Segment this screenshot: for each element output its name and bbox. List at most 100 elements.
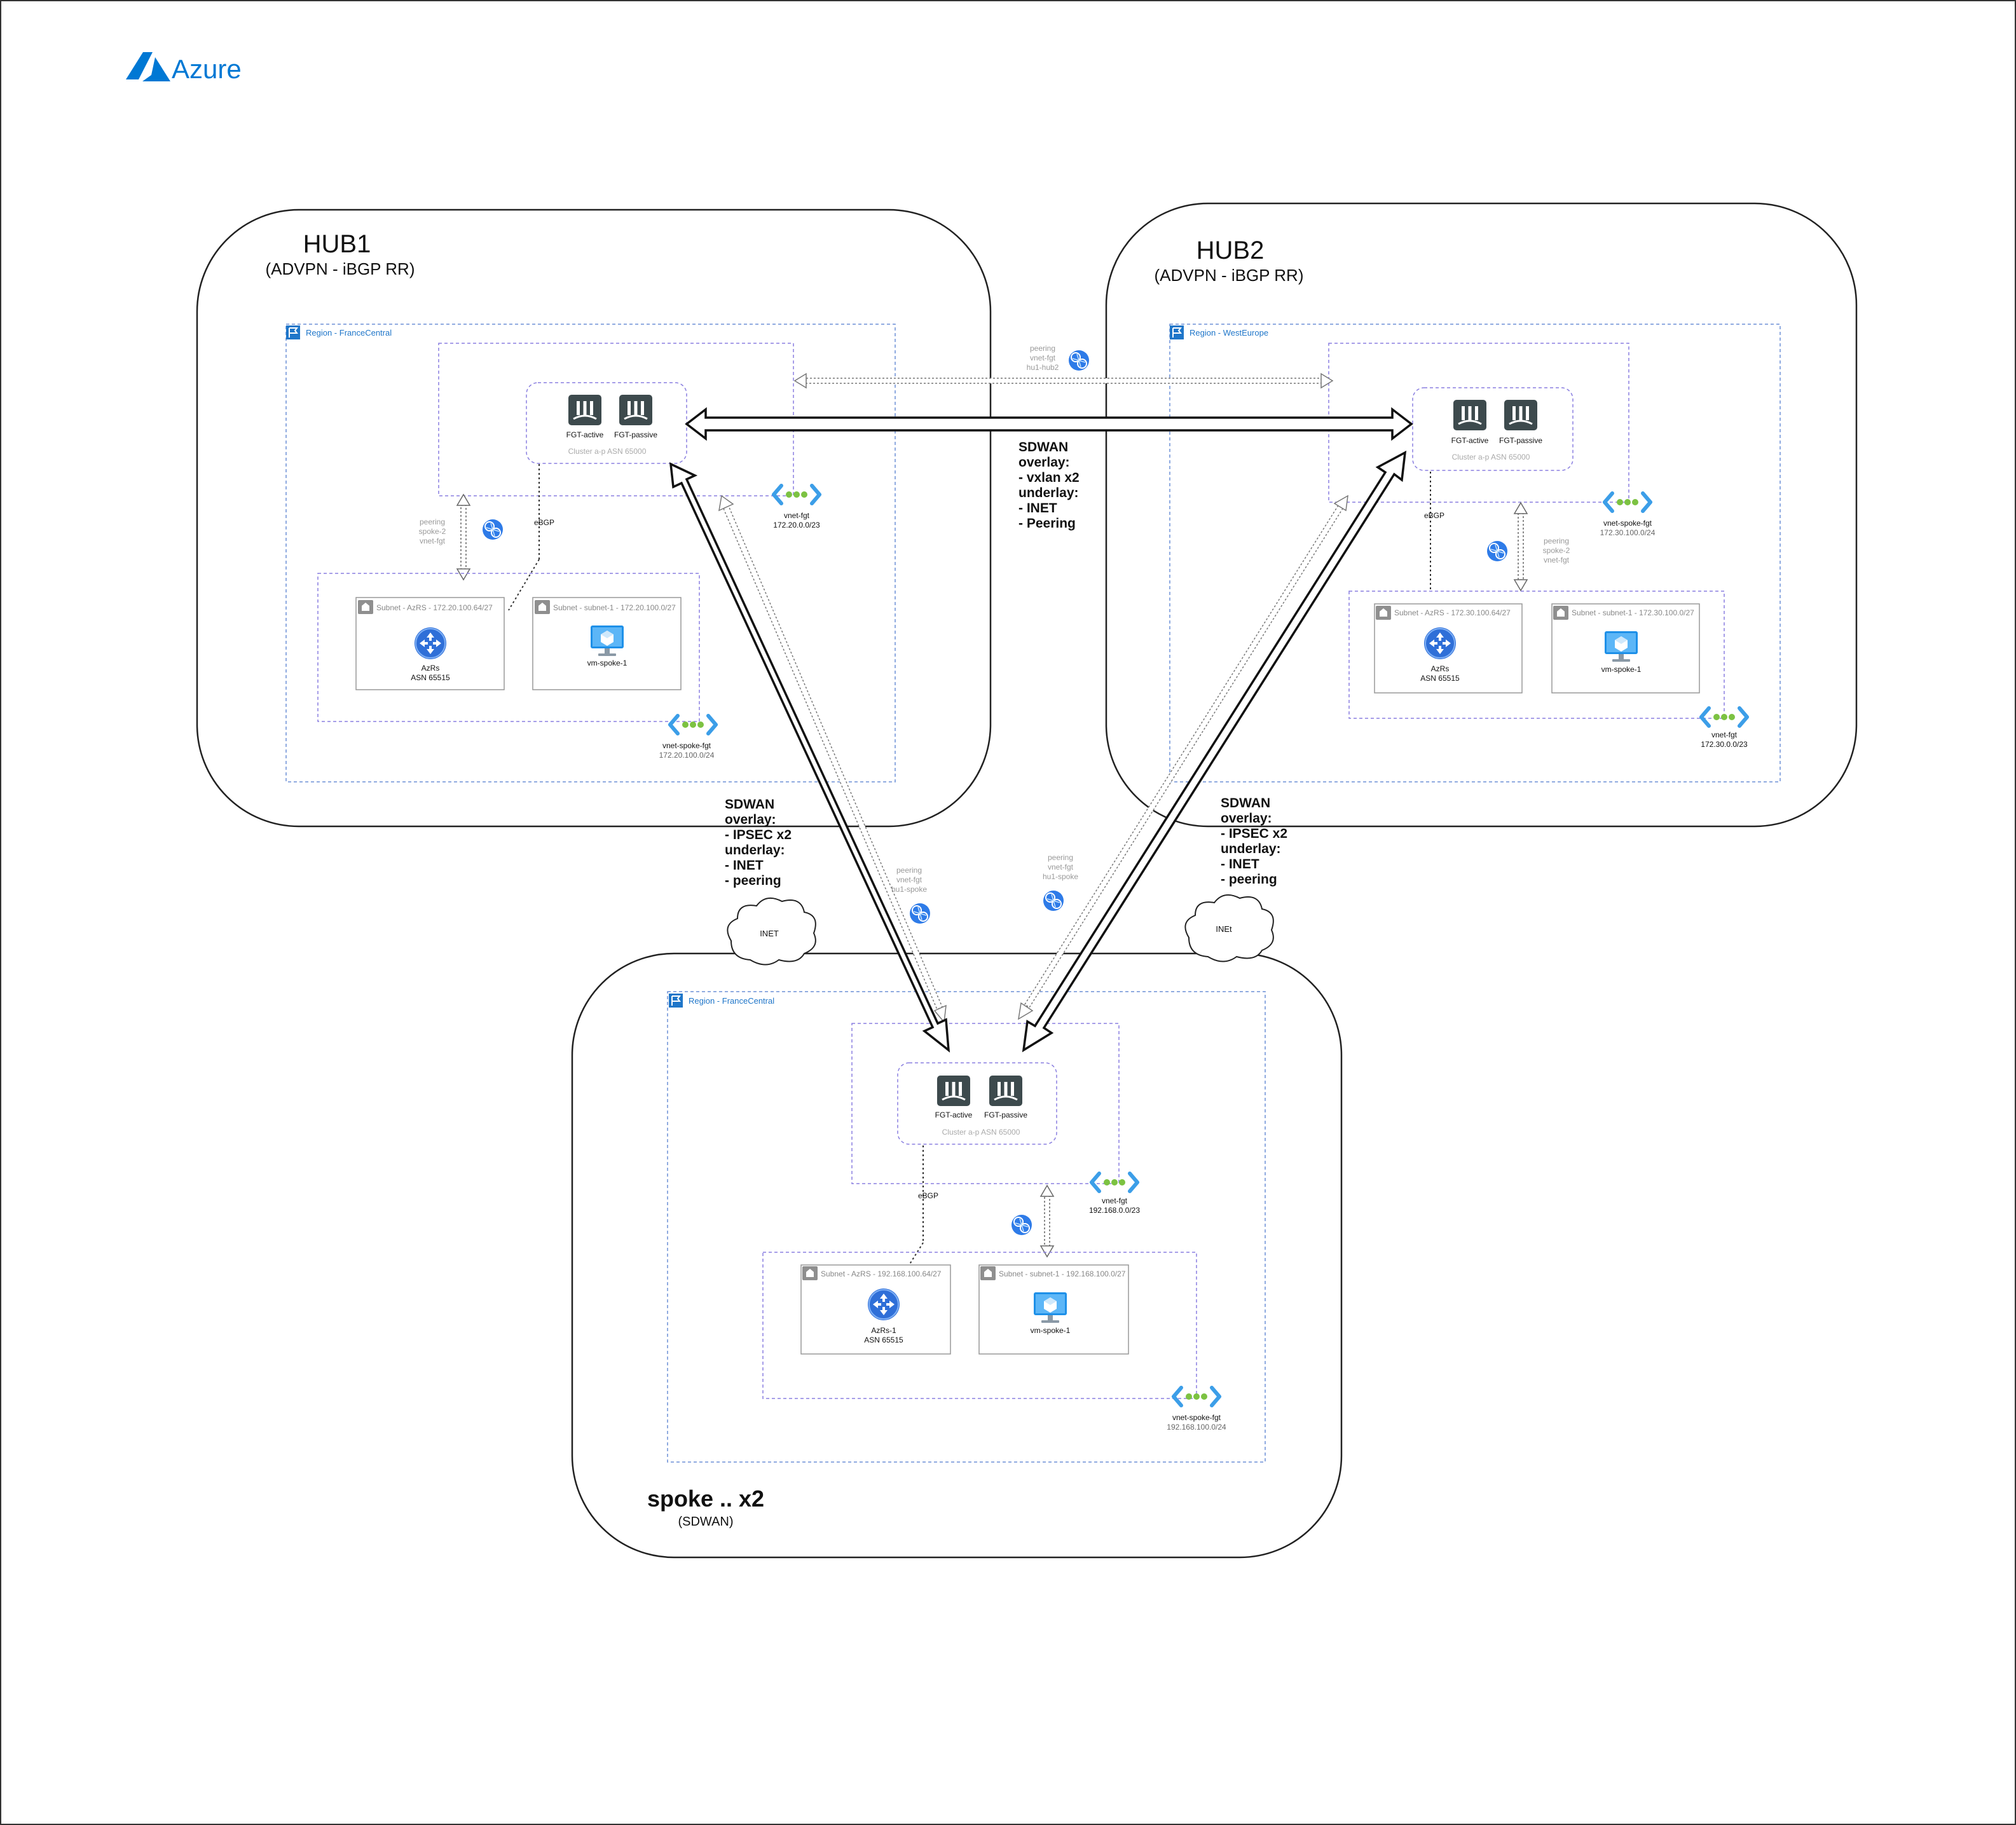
hub1-subtitle: (ADVPN - iBGP RR) (266, 259, 415, 278)
peering-hub2-spoke-arrow (1018, 495, 1348, 1020)
peering-hub1-spoke-l1: peering (896, 866, 922, 875)
sdwan-hub2-spoke-l3: - IPSEC x2 (1221, 826, 1287, 841)
sdwan-hub1-spoke-l6: - peering (725, 873, 781, 888)
sdwan-hubs-l6: - Peering (1018, 516, 1076, 531)
sdwan-hub2-spoke-l1: SDWAN (1221, 796, 1270, 810)
sdwan-hubs-label: SDWAN overlay: - vxlan x2 underlay: - IN… (1018, 440, 1080, 531)
hub1-region-label: Region - FranceCentral (306, 328, 392, 338)
peering-hub1-hub2-l2: vnet-fgt (1030, 353, 1056, 362)
router-icon (414, 627, 447, 660)
hub2-region-label: Region - WestEurope (1190, 328, 1268, 338)
fgt-active-icon (936, 1074, 971, 1107)
hub1-vnet-spoke-name: vnet-spoke-fgt (662, 741, 711, 750)
spoke-region-box (667, 991, 1266, 1463)
sdwan-hubs-l1: SDWAN (1018, 440, 1068, 455)
spoke-peering-arrow (1039, 1184, 1055, 1258)
spoke-ebgp-label: eBGP (918, 1191, 938, 1200)
fgt-active-icon (1452, 399, 1488, 432)
subnet-icon (802, 1266, 818, 1280)
inet-left-label: INET (760, 929, 779, 938)
sdwan-hub2-spoke-l4: underlay: (1221, 842, 1281, 856)
spoke-subtitle: (SDWAN) (678, 1515, 733, 1529)
inet-right-label: INEt (1216, 924, 1232, 934)
hub1-peering-l3: vnet-fgt (420, 537, 446, 545)
peering-hub1-spoke-l2: vnet-fgt (896, 875, 922, 884)
hub1-peering-l2: spoke-2 (419, 527, 446, 536)
hub1-cluster-label: Cluster a-p ASN 65000 (568, 447, 647, 456)
peering-hub2-spoke-icon (1043, 890, 1064, 912)
spoke-azrs-asn: ASN 65515 (864, 1336, 903, 1344)
hub2-peering-arrow (1513, 502, 1528, 592)
sdwan-hub1-spoke-l5: - INET (725, 858, 764, 873)
azure-logo-text: Azure (172, 54, 242, 84)
sdwan-hub2-spoke-l6: - peering (1221, 872, 1277, 887)
sdwan-hubs-l4: underlay: (1018, 486, 1079, 500)
hub1-azrs-name: AzRs (422, 664, 440, 673)
subnet-icon (535, 600, 550, 614)
subnet-icon (358, 600, 373, 614)
hub2-subtitle: (ADVPN - iBGP RR) (1155, 266, 1304, 285)
hub2-azrs-name: AzRs (1431, 664, 1450, 673)
region-flag-icon (668, 993, 683, 1008)
spoke-fgt-passive-label: FGT-passive (984, 1111, 1027, 1119)
hub1-azrs-asn: ASN 65515 (411, 673, 450, 682)
spoke-subnet-1-label: Subnet - subnet-1 - 192.168.100.0/27 (999, 1269, 1126, 1278)
spoke-region-label: Region - FranceCentral (689, 996, 774, 1006)
sdwan-hubs-l3: - vxlan x2 (1018, 470, 1080, 485)
hub2-azrs-asn: ASN 65515 (1420, 674, 1460, 683)
spoke-container: spoke .. x2 (SDWAN) Region - FranceCentr… (571, 952, 1343, 1559)
hub1-fgt-active-label: FGT-active (566, 430, 604, 439)
peering-hub2-spoke-l3: hu1-spoke (1043, 872, 1078, 881)
hub1-region-box (285, 324, 896, 783)
peering-hub1-hub2-l3: hu1-hub2 (1027, 363, 1059, 372)
peering-hub1-spoke-l3: hu1-spoke (891, 885, 927, 894)
hub2-subnet-azrs-label: Subnet - AzRS - 172.30.100.64/27 (1394, 608, 1511, 617)
sdwan-hub1-spoke-l2: overlay: (725, 812, 776, 827)
hub1-title: HUB1 (303, 230, 371, 258)
hub2-container: HUB2 (ADVPN - iBGP RR) Region - WestEuro… (1105, 202, 1858, 828)
fgt-passive-icon (1503, 399, 1539, 432)
hub1-vm-label: vm-spoke-1 (587, 659, 627, 667)
hub2-fgt-active-label: FGT-active (1451, 436, 1489, 445)
hub2-region-box (1169, 324, 1781, 783)
hub1-boundary (196, 208, 992, 828)
spoke-vnet-fgt-box (851, 1023, 1120, 1184)
inet-cloud-left: INET (727, 897, 816, 966)
sdwan-hub1-spoke-arrow (669, 462, 950, 1053)
spoke-vnet-spoke-box (762, 1252, 1197, 1399)
hub1-vnet-spoke-cidr: 172.20.100.0/24 (659, 751, 715, 760)
hub2-peering-l2: spoke-2 (1543, 546, 1570, 555)
region-flag-icon (1169, 325, 1184, 340)
hub1-vnet-fgt-cidr: 172.20.0.0/23 (773, 521, 820, 530)
peering-hub2-spoke-l1: peering (1048, 853, 1073, 862)
hub1-peering-l1: peering (420, 517, 445, 526)
hub2-fgt-passive-label: FGT-passive (1499, 436, 1542, 445)
sdwan-hub2-spoke-arrow (1022, 450, 1407, 1053)
spoke-vnet-spoke-cidr: 192.168.100.0/24 (1167, 1423, 1226, 1432)
region-flag-icon (285, 325, 301, 340)
sdwan-hub1-spoke-l3: - IPSEC x2 (725, 828, 792, 842)
sdwan-hubs-l2: overlay: (1018, 455, 1070, 470)
hub2-peering-icon (1486, 540, 1508, 562)
hub2-vm-label: vm-spoke-1 (1601, 665, 1642, 674)
peering-hub1-hub2-icon (1068, 350, 1090, 371)
sdwan-hub2-spoke-l5: - INET (1221, 857, 1259, 871)
spoke-vm-label: vm-spoke-1 (1031, 1326, 1071, 1335)
fgt-passive-icon (988, 1074, 1024, 1107)
spoke-boundary (571, 952, 1343, 1559)
sdwan-hub1-spoke-l1: SDWAN (725, 797, 774, 812)
cloud-icon (727, 897, 816, 966)
hub2-vnet-spoke-name: vnet-spoke-fgt (1603, 519, 1652, 528)
spoke-fgt-active-label: FGT-active (935, 1111, 973, 1119)
hub1-ebgp-line (508, 559, 540, 611)
sdwan-hubs-l5: - INET (1018, 501, 1057, 516)
hub1-ebgp-label: eBGP (534, 518, 554, 527)
spoke-vnet-fgt-cidr: 192.168.0.0/23 (1089, 1206, 1140, 1215)
peering-hub2-spoke-l2: vnet-fgt (1048, 863, 1074, 871)
hub2-vnet-fgt-cidr: 172.30.0.0/23 (1701, 740, 1748, 749)
sdwan-hub2-spoke-l2: overlay: (1221, 811, 1272, 826)
peering-hub1-hub2-arrow (793, 373, 1334, 389)
azure-logo: Azure (126, 52, 242, 84)
